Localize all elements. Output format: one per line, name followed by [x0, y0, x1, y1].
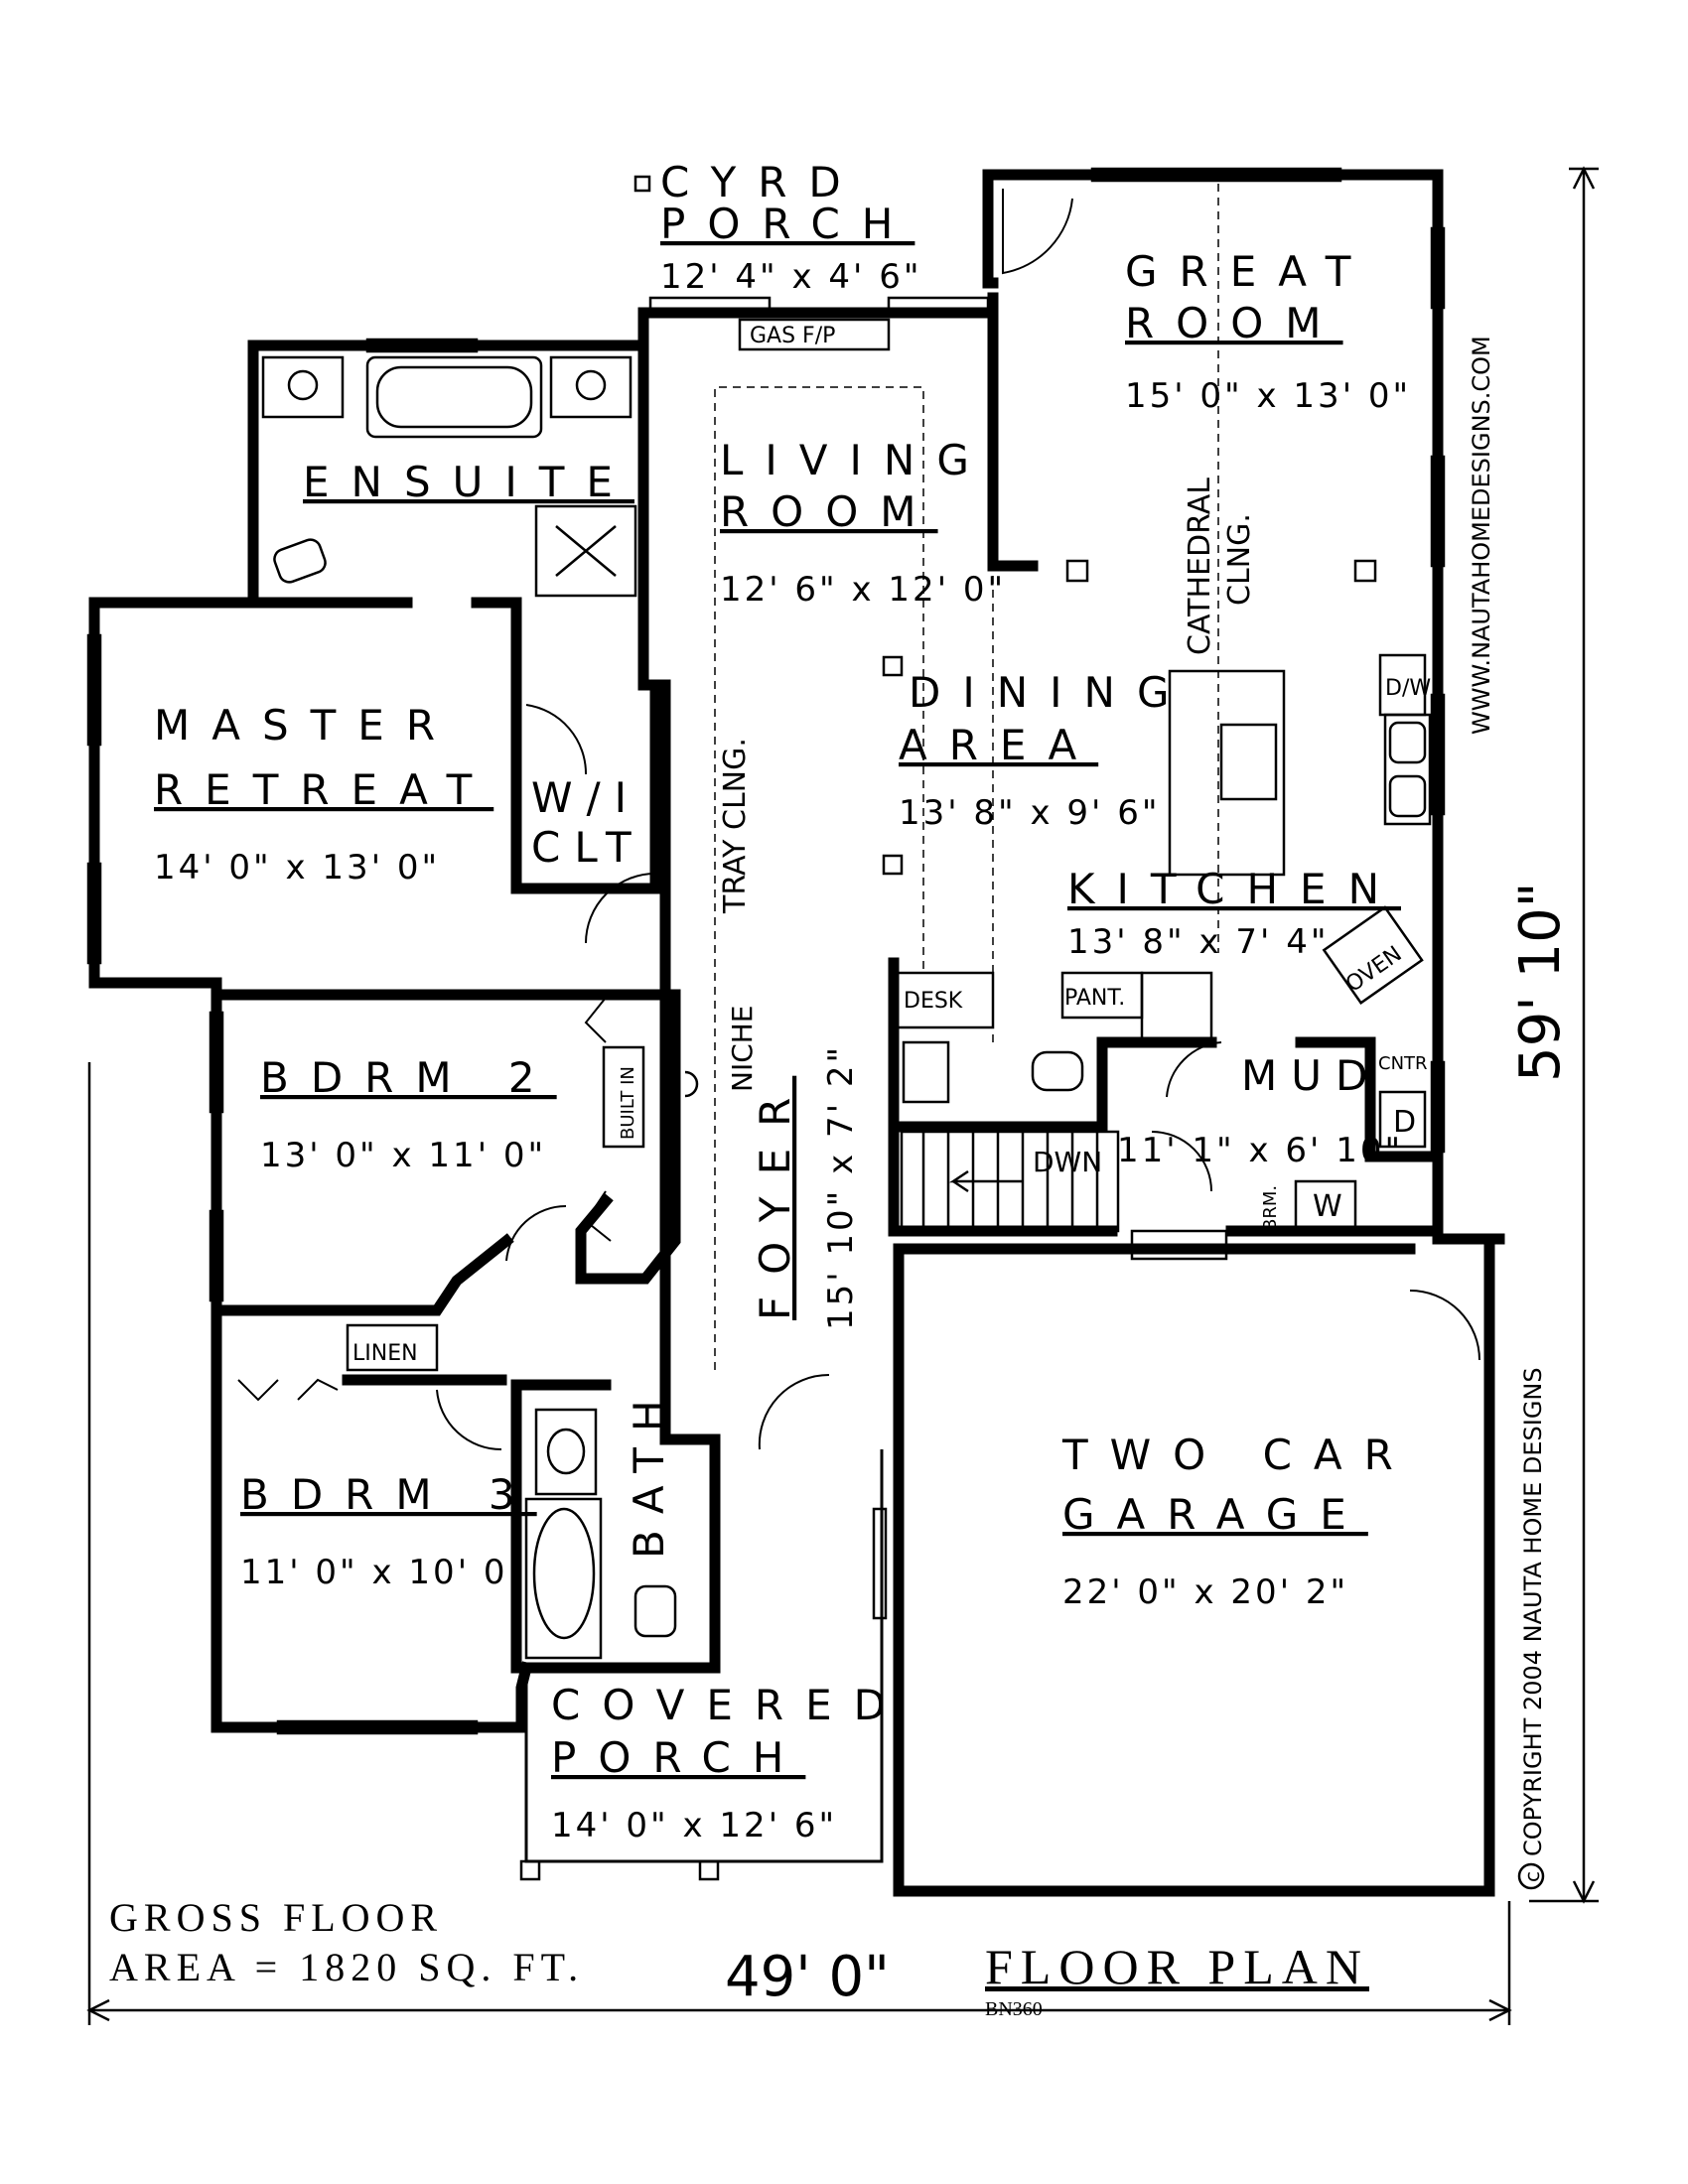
- plan-code: BN360: [985, 1998, 1043, 2020]
- dining-area-name-2: AREA: [899, 721, 1098, 769]
- linen-label: LINEN: [352, 1341, 418, 1366]
- gross-area-line-1: GROSS FLOOR: [109, 1895, 443, 1940]
- master-retreat-name-2: RETREAT: [154, 765, 493, 814]
- dining-area-name-1: DINING: [909, 668, 1192, 717]
- dryer-label: D: [1393, 1105, 1416, 1140]
- overall-width-dimension: 49' 0": [725, 1945, 890, 2009]
- covered-porch-name-2: PORCH: [551, 1733, 805, 1782]
- great-room-size: 15' 0" x 13' 0": [1125, 376, 1411, 416]
- copyright-text: COPYRIGHT 2004 NAUTA HOME DESIGNS: [1519, 1367, 1547, 1856]
- cyrd-porch-name-1: CYRD: [660, 158, 863, 206]
- niche-label: NICHE: [726, 1006, 759, 1093]
- fixtures: [261, 175, 1432, 1881]
- cathedral-ceiling-label-2: CLNG.: [1222, 513, 1257, 606]
- wic-name-1: W/I: [531, 773, 640, 822]
- great-room-name-1: GREAT: [1125, 247, 1372, 296]
- pantry-label: PANT.: [1064, 986, 1125, 1011]
- bdrm2-name: BDRM 2: [260, 1053, 557, 1102]
- dishwasher-label: D/W: [1385, 676, 1431, 701]
- living-room-name-1: LIVING: [720, 436, 991, 484]
- tray-ceiling-label: TRAY CLNG.: [718, 738, 753, 914]
- dimension-lines: [86, 166, 1599, 2025]
- great-room-name-2: ROOM: [1125, 299, 1343, 347]
- desk-label: DESK: [904, 989, 963, 1014]
- broom-label: BRM.: [1260, 1185, 1281, 1231]
- kitchen-size: 13' 8" x 7' 4": [1067, 922, 1329, 962]
- walls: [88, 169, 1505, 1897]
- bath-name: BATH: [625, 1384, 673, 1559]
- oven-label: OVEN: [1341, 942, 1406, 998]
- mud-name: MUD: [1241, 1051, 1381, 1100]
- living-room-size: 12' 6" x 12' 0": [720, 570, 1006, 610]
- counter-label: CNTR: [1378, 1053, 1428, 1074]
- garage-size: 22' 0" x 20' 2": [1062, 1572, 1348, 1612]
- stairs: [900, 1130, 1120, 1233]
- stairs-down-label: DWN: [1033, 1146, 1102, 1178]
- doors: [237, 189, 1480, 1451]
- covered-porch-name-1: COVERED: [551, 1681, 908, 1729]
- covered-porch-size: 14' 0" x 12' 6": [551, 1806, 837, 1845]
- master-retreat-size: 14' 0" x 13' 0": [154, 848, 440, 887]
- windows: [86, 167, 1446, 1735]
- garage-name-2: GARAGE: [1062, 1490, 1368, 1539]
- overall-depth-dimension: 59' 10": [1508, 883, 1573, 1082]
- master-retreat-name-1: MASTER: [154, 701, 457, 750]
- bdrm2-size: 13' 0" x 11' 0": [260, 1136, 546, 1175]
- cathedral-ceiling-label-1: CATHEDRAL: [1183, 478, 1217, 655]
- dining-area-size: 13' 8" x 9' 6": [899, 793, 1160, 833]
- cyrd-porch-name-2: PORCH: [660, 200, 914, 248]
- bdrm3-name: BDRM 3: [240, 1470, 537, 1519]
- foyer-size: 15' 10" x 7' 2": [821, 1044, 861, 1330]
- ensuite-name: ENSUITE: [303, 458, 634, 506]
- gas-fireplace-label: GAS F/P: [750, 324, 835, 348]
- floor-plan-title: FLOOR PLAN: [985, 1939, 1369, 1994]
- copyright-circle: [1517, 1862, 1545, 1890]
- ceiling-lines: [714, 184, 1219, 1370]
- bdrm3-size: 11' 0" x 10' 0": [240, 1553, 526, 1592]
- foyer-name: FOYER: [751, 1076, 799, 1320]
- cyrd-porch-size: 12' 4" x 4' 6": [660, 257, 921, 297]
- kitchen-name: KITCHEN: [1067, 865, 1401, 913]
- mud-size: 11' 1" x 6' 10": [1117, 1131, 1403, 1170]
- living-room-name-2: ROOM: [720, 487, 938, 536]
- washer-label: W: [1313, 1189, 1342, 1224]
- gross-area-line-2: AREA = 1820 SQ. FT.: [109, 1945, 584, 1989]
- garage-name-1: TWO CAR: [1061, 1431, 1415, 1479]
- copyright-symbol: c: [1520, 1871, 1544, 1882]
- website-text: WWW.NAUTAHOMEDESIGNS.COM: [1468, 336, 1495, 735]
- built-in-label: BUILT IN: [618, 1066, 638, 1140]
- wic-name-2: CLT: [531, 823, 645, 872]
